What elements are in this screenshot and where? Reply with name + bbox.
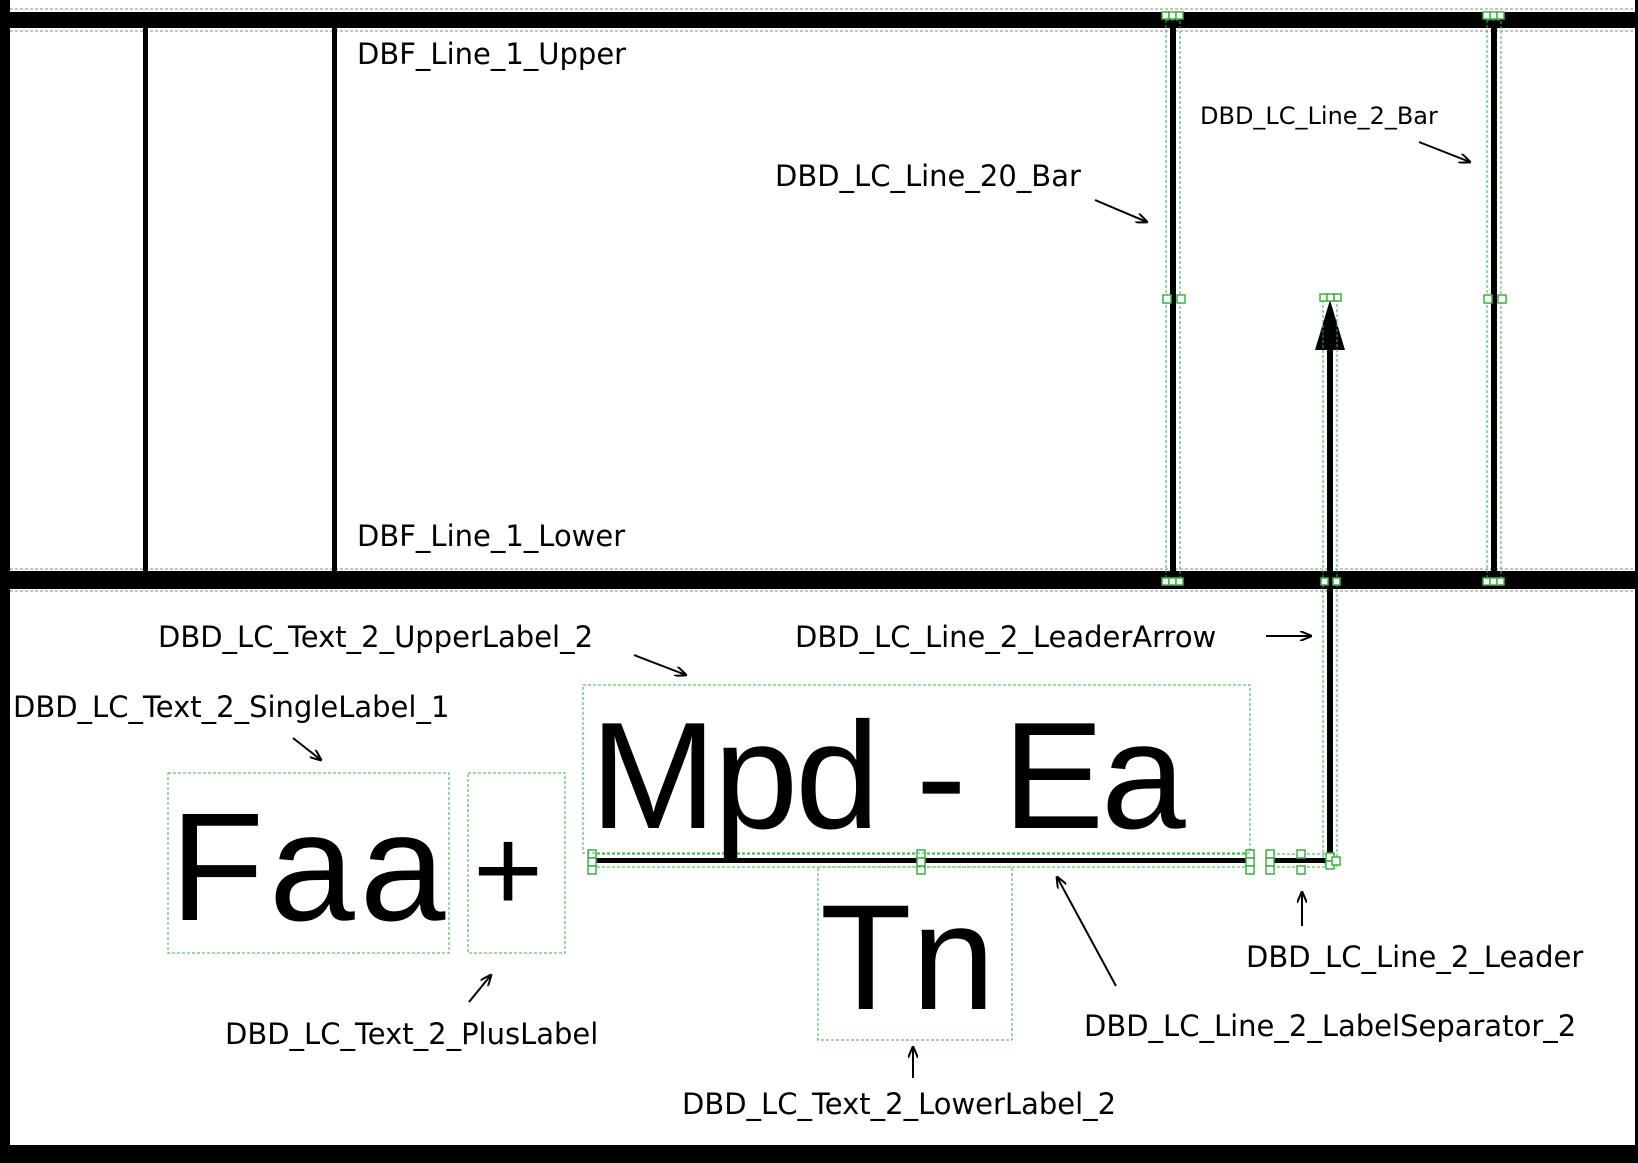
lower-label-2-label: DBD_LC_Text_2_LowerLabel_2: [682, 1087, 1117, 1121]
upper-label-box[interactable]: [582, 684, 1251, 854]
line-2-bar-label: DBD_LC_Line_2_Bar: [1200, 102, 1438, 130]
plus-label-callout-arrow: [468, 975, 491, 1003]
line-20-bar-callout-arrow: [1094, 199, 1147, 222]
lower-label-text: Tn: [820, 873, 996, 1041]
leader-line-handles[interactable]: [1265, 849, 1341, 875]
line-1-lower-label: DBF_Line_1_Lower: [357, 519, 626, 553]
line-1-upper-label: DBF_Line_1_Upper: [357, 37, 627, 71]
upper-label-callout-arrow: [633, 654, 686, 675]
leader-line[interactable]: [1265, 849, 1341, 875]
plus-label-label: DBD_LC_Text_2_PlusLabel: [225, 1017, 599, 1051]
line-2-bar[interactable]: [1482, 11, 1507, 586]
label-separator-callout-arrow: [1057, 877, 1117, 987]
leader-arrow-label: DBD_LC_Line_2_LeaderArrow: [795, 620, 1217, 654]
leader-arrowhead: [1315, 300, 1345, 350]
leader-arrow-top-handles[interactable]: [1319, 293, 1342, 302]
line-20-bar-top-handles[interactable]: [1161, 11, 1184, 20]
lower-track-line[interactable]: [10, 568, 1635, 592]
line-2-bar-bottom-handles[interactable]: [1482, 577, 1505, 586]
single-label-text: Faa: [170, 781, 451, 953]
label-separator[interactable]: [587, 849, 1255, 875]
line-20-bar[interactable]: [1161, 11, 1186, 586]
leader-arrow[interactable]: [1315, 293, 1345, 865]
leader-arrow-track-handles[interactable]: [1320, 577, 1341, 586]
line-20-bar-bottom-handles[interactable]: [1161, 577, 1184, 586]
line-2-bar-mid-handles[interactable]: [1483, 294, 1507, 304]
frame-line-right[interactable]: [332, 26, 337, 572]
upper-track-line[interactable]: [10, 8, 1635, 32]
frame-line-left[interactable]: [143, 26, 148, 572]
diagram-canvas: Faa + Mpd - Ea Tn DBF_Line_1_Upper DBF_L…: [10, 0, 1635, 1145]
upper-label-2-label: DBD_LC_Text_2_UpperLabel_2: [158, 620, 594, 654]
label-separator-2-label: DBD_LC_Line_2_LabelSeparator_2: [1084, 1009, 1577, 1043]
line-20-bar-mid-handles[interactable]: [1162, 294, 1186, 304]
single-label-callout-arrow: [292, 737, 321, 760]
single-label-box[interactable]: [167, 772, 450, 954]
lower-label-box[interactable]: [817, 866, 1013, 1041]
plus-label-text: +: [473, 803, 544, 937]
upper-label-text: Mpd - Ea: [590, 691, 1186, 861]
line-2-bar-callout-arrow: [1418, 141, 1470, 162]
line-2-bar-top-handles[interactable]: [1482, 11, 1505, 20]
single-label-1-label: DBD_LC_Text_2_SingleLabel_1: [13, 690, 450, 724]
label-separator-handles[interactable]: [587, 849, 1255, 875]
leader-label: DBD_LC_Line_2_Leader: [1246, 940, 1584, 974]
line-20-bar-label: DBD_LC_Line_20_Bar: [775, 159, 1081, 193]
diagram-graphics: [10, 8, 1635, 1078]
plus-label-box[interactable]: [467, 772, 566, 954]
